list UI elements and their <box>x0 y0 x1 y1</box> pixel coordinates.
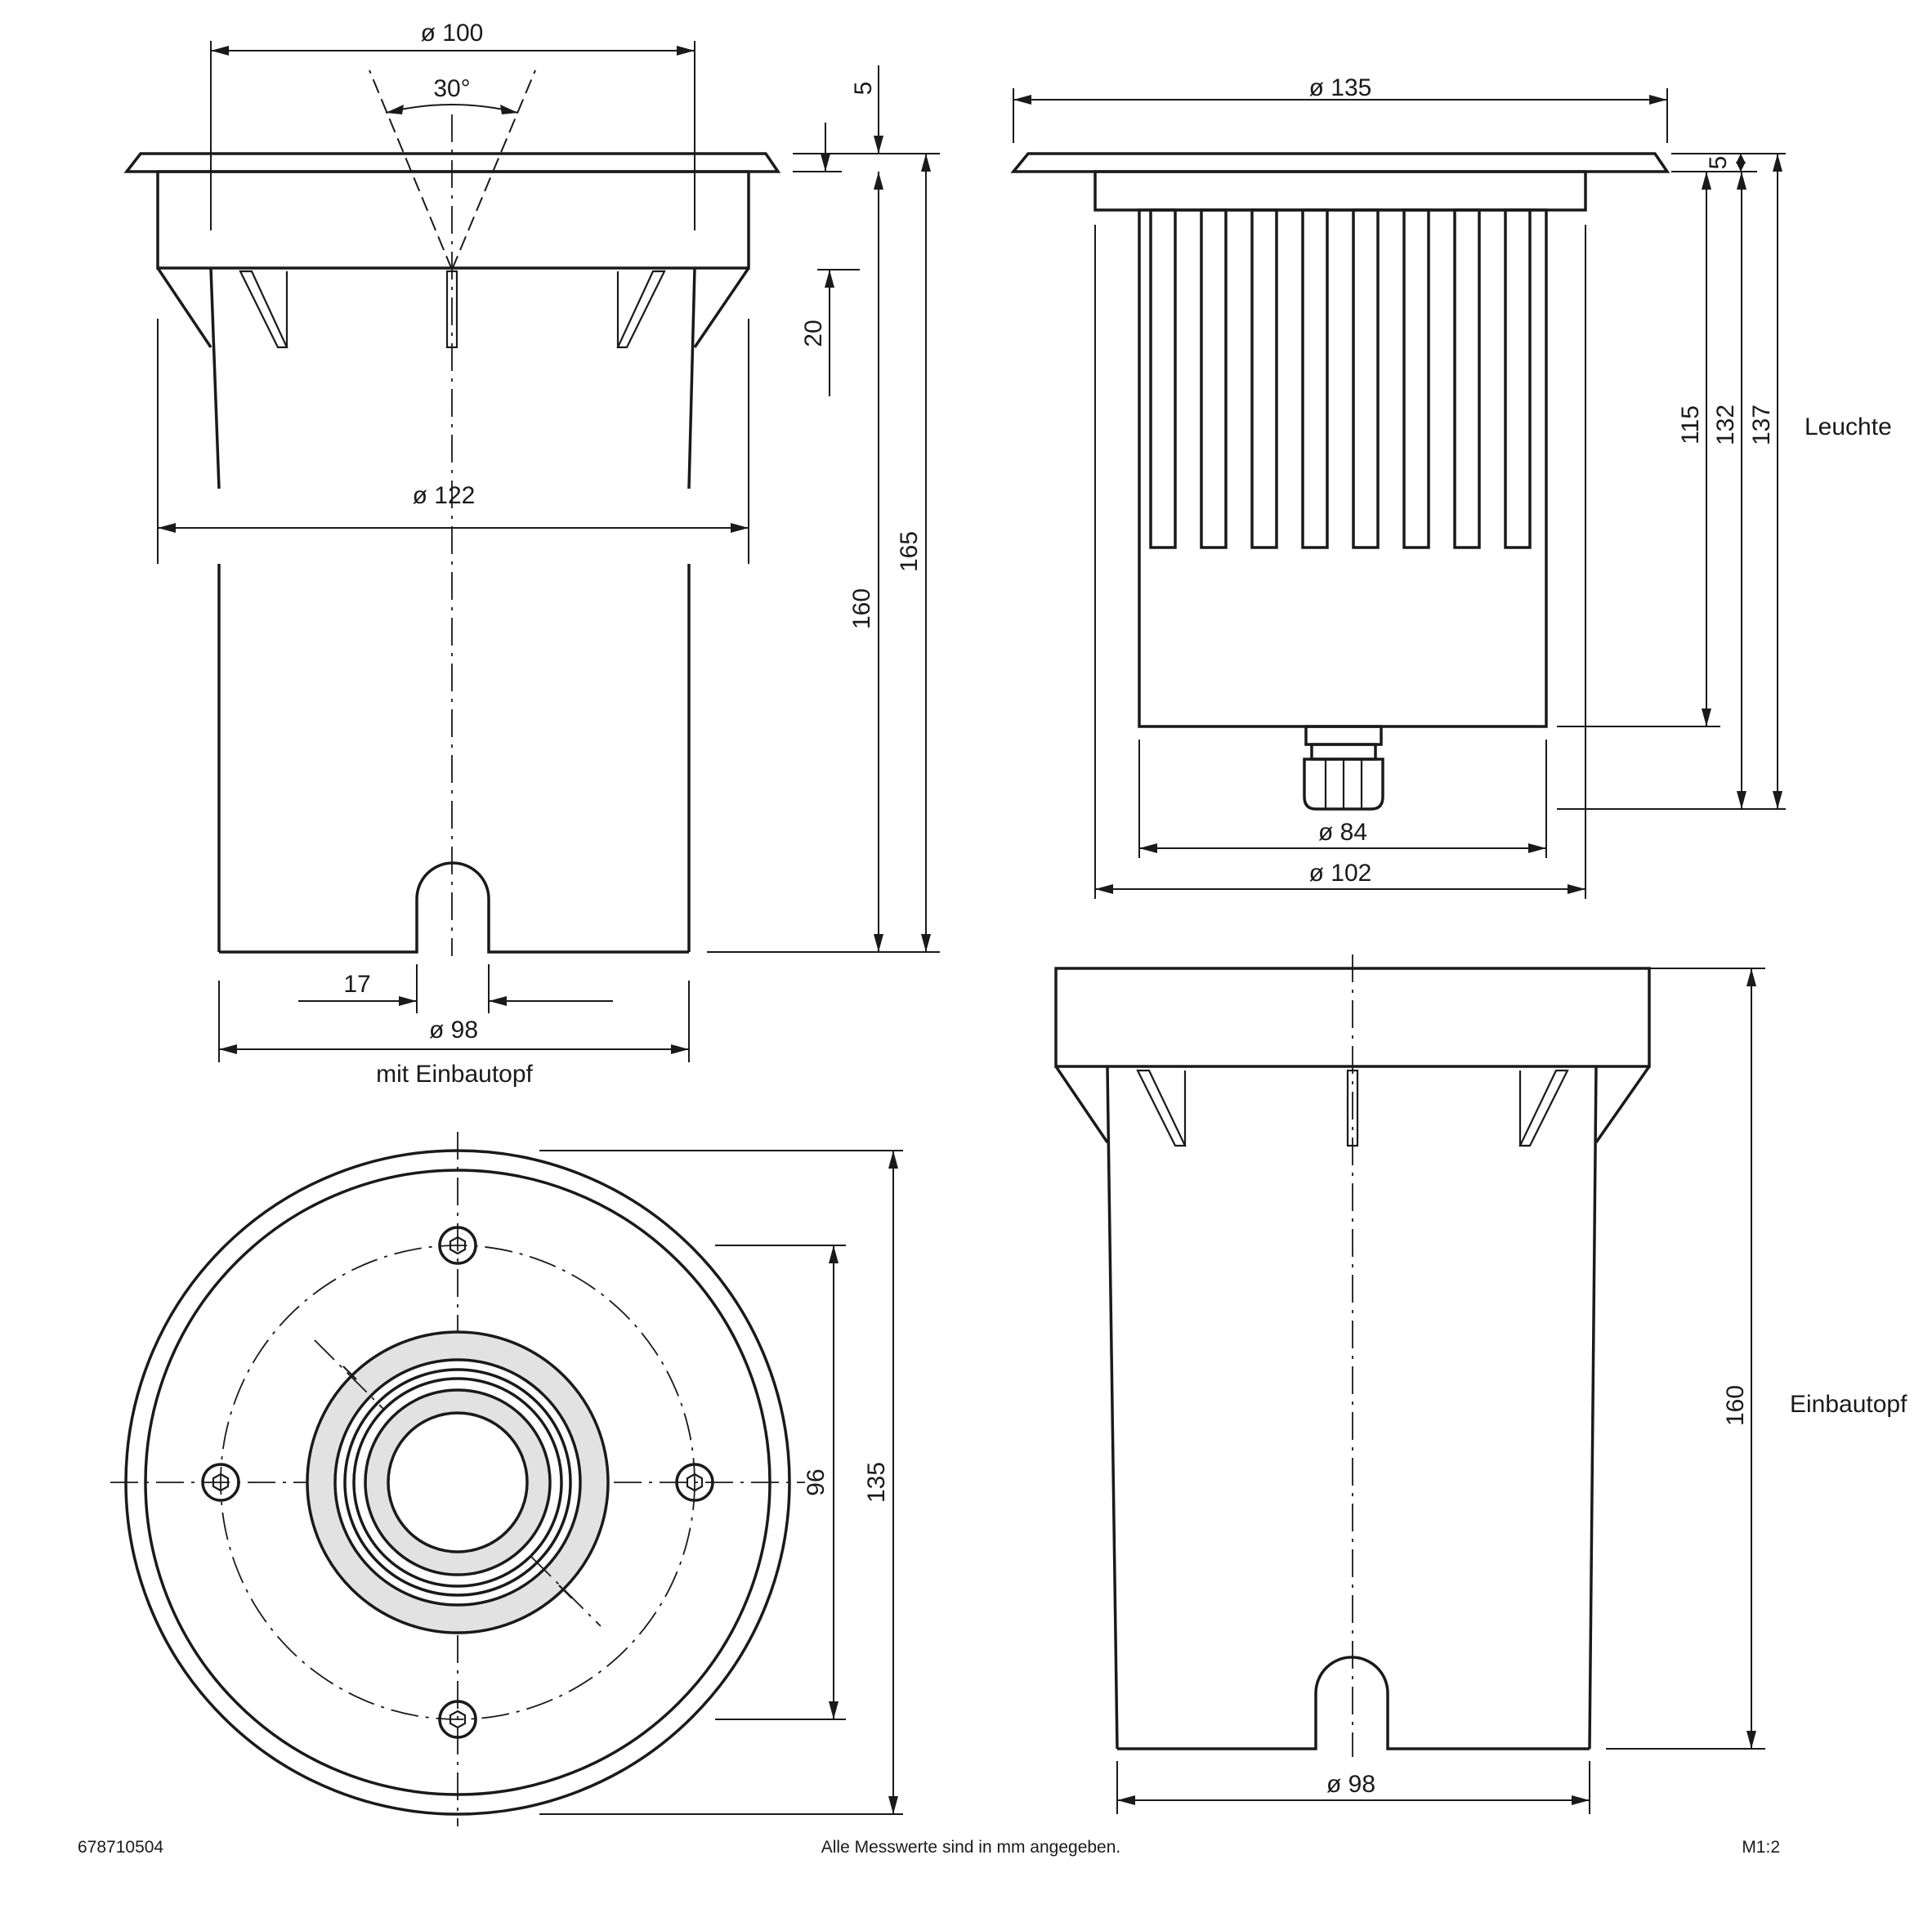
dim-bolt-circle: 96 <box>803 1468 830 1495</box>
scale: M1:2 <box>1742 1838 1780 1857</box>
dim-flange-body-dia: ø 122 <box>413 482 476 509</box>
dim-outer-dia: 135 <box>863 1462 890 1503</box>
dim-beam-angle: 30° <box>433 75 470 102</box>
dim-notch-width: 17 <box>343 971 370 998</box>
dim-luminaire-height-137: 137 <box>1748 405 1775 445</box>
caption-einbautopf: Einbautopf <box>1790 1391 1907 1418</box>
dim-luminaire-height-132: 132 <box>1712 405 1739 445</box>
dim-housing-dia: ø 98 <box>429 1017 478 1044</box>
side-view-with-housing: ø 100 30° ø 122 5 20 160 165 17 ø 98 mit… <box>123 20 940 1088</box>
dim-luminaire-flange-dia: ø 135 <box>1309 74 1372 101</box>
dim-height-total: 165 <box>896 531 923 572</box>
dim-luminaire-body-dia: ø 84 <box>1318 819 1367 846</box>
top-view: 96 135 <box>110 1132 903 1826</box>
article-number: 678710504 <box>78 1838 163 1857</box>
footer: 678710504 Alle Messwerte sind in mm ange… <box>78 1838 1780 1857</box>
dim-height-body: 160 <box>848 588 875 629</box>
measurement-note: Alle Messwerte sind in mm angegeben. <box>821 1838 1121 1857</box>
housing-view: 160 Einbautopf ø 98 <box>1054 954 1907 1814</box>
luminaire-view: ø 135 5 115 132 137 Leuchte ø 84 ø 102 <box>1010 74 1892 899</box>
dim-luminaire-flange-thickness: 5 <box>1705 156 1732 170</box>
dim-flange-thickness: 5 <box>850 82 877 96</box>
dim-beam-dia: ø 100 <box>421 20 484 47</box>
dim-housing-view-dia: ø 98 <box>1326 1771 1375 1798</box>
dim-housing-height: 160 <box>1722 1385 1749 1426</box>
caption-leuchte: Leuchte <box>1805 413 1892 440</box>
caption-mit-einbautopf: mit Einbautopf <box>376 1061 533 1088</box>
dim-luminaire-body-height: 115 <box>1677 405 1704 445</box>
dim-rib-depth: 20 <box>800 320 827 346</box>
dim-luminaire-collar-dia: ø 102 <box>1309 860 1372 887</box>
